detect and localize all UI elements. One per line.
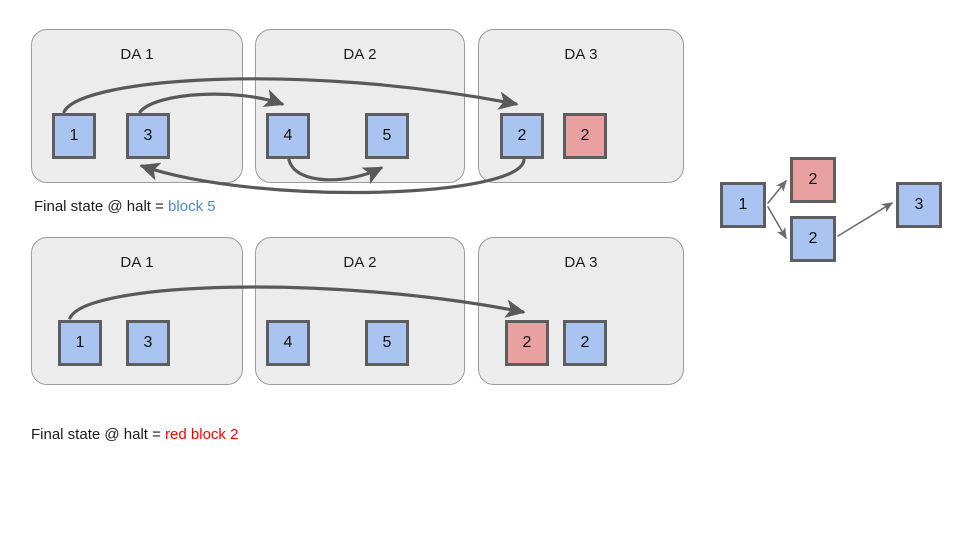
da-group-row1-da3: DA 3 [478,29,684,183]
da-group-label: DA 3 [564,254,598,271]
da-group-label: DA 1 [120,254,154,271]
edge-graph-1-to-2red [767,180,787,204]
block-row2-da2-4[interactable]: 4 [266,320,310,366]
graph-node-1[interactable]: 1 [720,182,766,228]
graph-node-2-red[interactable]: 2 [790,157,836,203]
da-group-label: DA 3 [564,46,598,63]
da-group-label: DA 2 [343,46,377,63]
edge-graph-2blue-to-3 [837,202,894,237]
caption-row2: Final state @ halt = red block 2 [31,426,238,443]
da-group-label: DA 1 [120,46,154,63]
graph-node-2-blue[interactable]: 2 [790,216,836,262]
block-row1-da3-2-red[interactable]: 2 [563,113,607,159]
block-row1-da1-1[interactable]: 1 [52,113,96,159]
caption-row1: Final state @ halt = block 5 [34,198,216,215]
block-row1-da1-3[interactable]: 3 [126,113,170,159]
caption-row1-value: block 5 [168,198,216,215]
graph-node-3[interactable]: 3 [896,182,942,228]
block-row1-da2-5[interactable]: 5 [365,113,409,159]
block-row1-da3-2-blue[interactable]: 2 [500,113,544,159]
block-row2-da1-1[interactable]: 1 [58,320,102,366]
caption-row2-prefix: Final state @ halt = [31,426,166,443]
caption-row2-value: red block 2 [165,426,239,443]
block-row2-da3-2-red[interactable]: 2 [505,320,549,366]
block-row1-da2-4[interactable]: 4 [266,113,310,159]
block-row2-da3-2-blue[interactable]: 2 [563,320,607,366]
edge-graph-1-to-2blue [767,206,787,240]
caption-row1-prefix: Final state @ halt = [34,198,169,215]
da-group-label: DA 2 [343,254,377,271]
da-group-row1-da2: DA 2 [255,29,465,183]
block-row2-da2-5[interactable]: 5 [365,320,409,366]
block-row2-da1-3[interactable]: 3 [126,320,170,366]
da-group-row1-da1: DA 1 [31,29,243,183]
